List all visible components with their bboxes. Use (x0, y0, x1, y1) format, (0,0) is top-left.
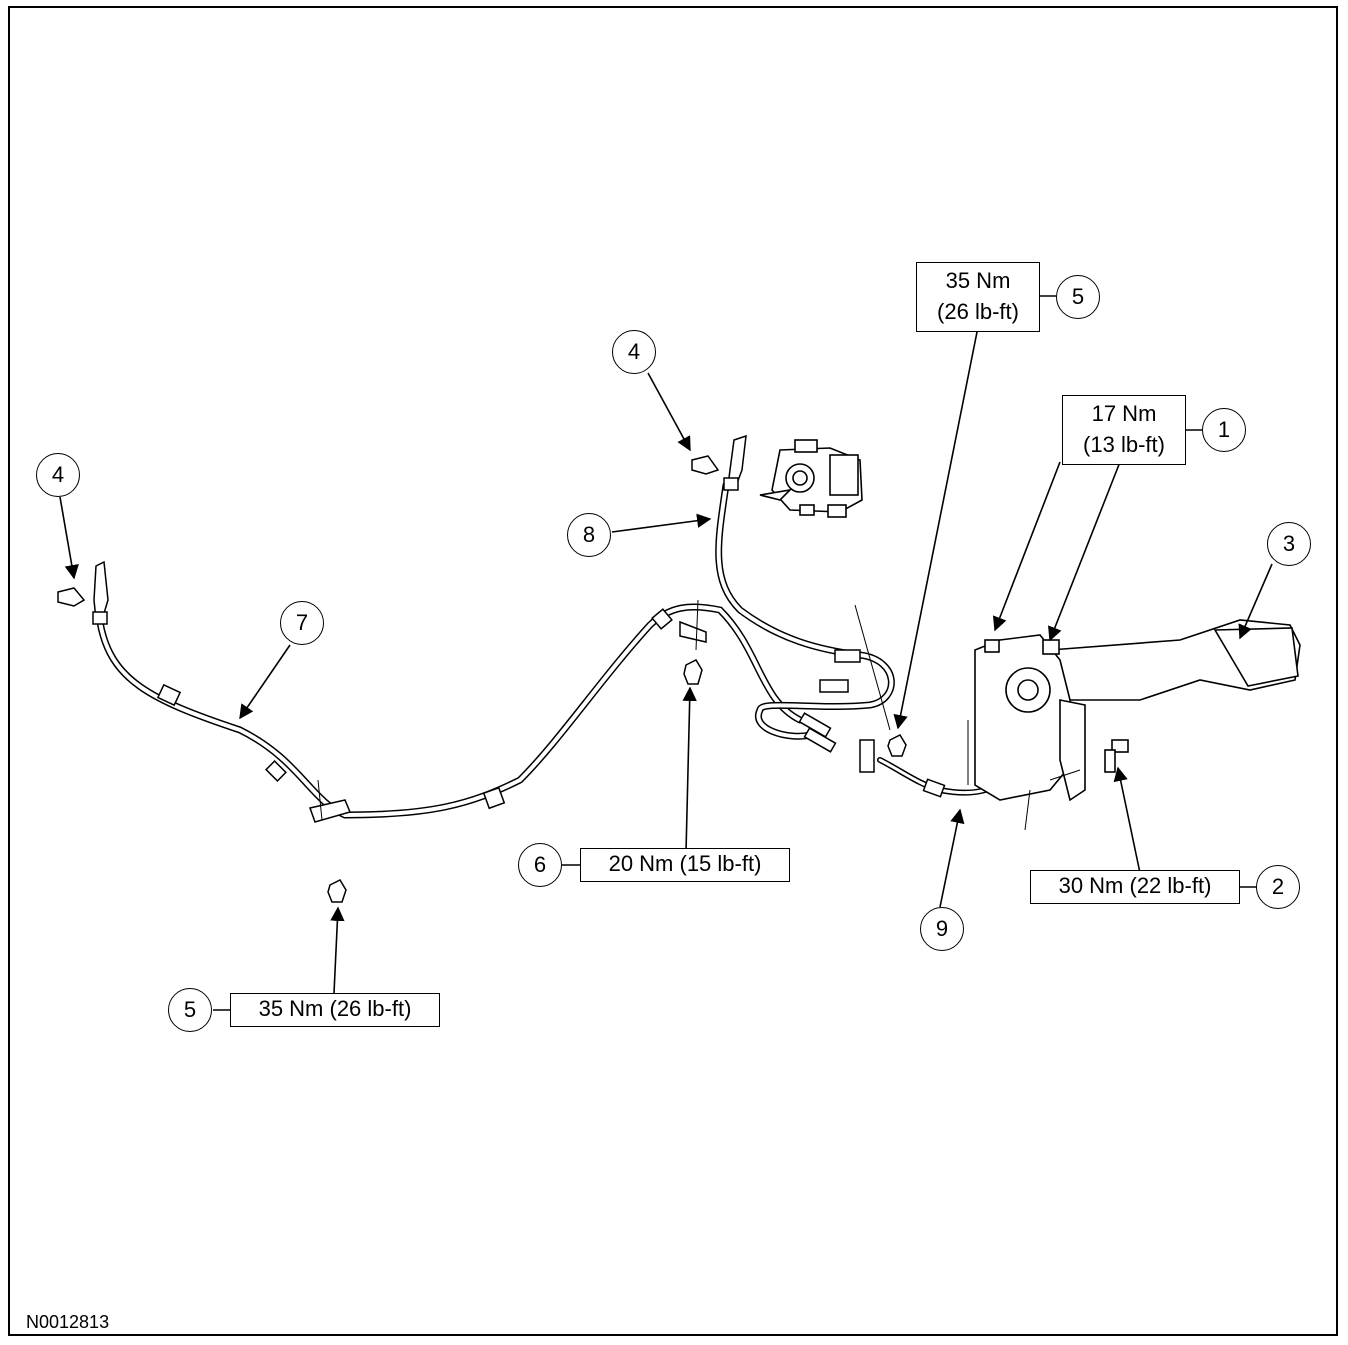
figure-id: N0012813 (26, 1312, 110, 1332)
callout-leaders (59, 326, 1273, 994)
callout-5-top: 5 (1056, 275, 1100, 319)
brake-caliper (759, 439, 863, 518)
diagram-frame (8, 6, 1338, 1336)
torque-spec-1-lbft: (13 lb-ft) (1083, 432, 1165, 457)
callout-5-bottom: 5 (168, 988, 212, 1032)
callout-4-top: 4 (612, 330, 656, 374)
callout-4-left: 4 (36, 453, 80, 497)
torque-spec-1-nm: 17 Nm (1091, 401, 1157, 426)
torque-spec-5-top-nm: 35 Nm (945, 268, 1011, 293)
torque-spec-6: 20 Nm (15 lb-ft) (580, 848, 790, 882)
torque-spec-5-top-lbft: (26 lb-ft) (937, 299, 1019, 324)
left-cable-end (57, 560, 109, 625)
callout-9: 9 (920, 907, 964, 951)
torque-spec-5-top: 35 Nm (26 lb-ft) (916, 262, 1040, 332)
torque-spec-5-bottom: 35 Nm (26 lb-ft) (230, 993, 440, 1027)
callout-3: 3 (1267, 522, 1311, 566)
torque-spec-2: 30 Nm (22 lb-ft) (1030, 870, 1240, 904)
parking-brake-lever (974, 619, 1301, 802)
callout-1: 1 (1202, 408, 1246, 452)
torque-spec-1: 17 Nm (13 lb-ft) (1062, 395, 1186, 465)
right-rear-cable (715, 481, 895, 740)
fasteners (309, 620, 907, 903)
callout-8: 8 (567, 513, 611, 557)
callout-7: 7 (280, 601, 324, 645)
right-cable-end (691, 434, 747, 491)
callout-6: 6 (518, 843, 562, 887)
callout-2: 2 (1256, 865, 1300, 909)
